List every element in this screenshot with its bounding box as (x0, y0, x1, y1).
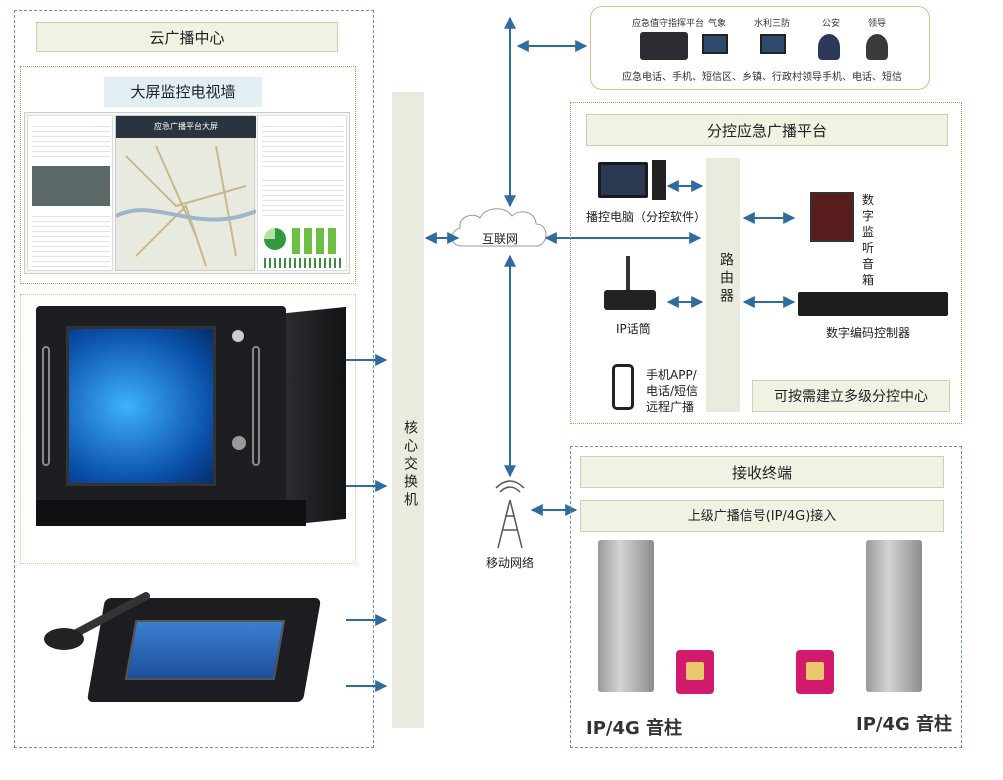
desk-phone-icon (640, 32, 688, 60)
encoder-label: 数字编码控制器 (826, 326, 911, 340)
cloud-center-frame (14, 10, 374, 748)
column-label-left: IP/4G 音柱 (586, 718, 683, 739)
pc-tower-icon (652, 160, 666, 200)
server-frame (20, 294, 356, 564)
ip-mic-neck-icon (626, 256, 630, 290)
sim-card-chip-icon (686, 662, 704, 680)
monitor-icon (702, 34, 728, 54)
receiver-signal-label: 上级广播信号(IP/4G)接入 (580, 500, 944, 532)
command-label-weather: 气象 (708, 19, 727, 29)
wall-pie-chart (264, 228, 286, 250)
command-label-leader: 领导 (868, 19, 887, 29)
wall-screen-title: 应急广播平台大屏 (116, 116, 256, 138)
speaker-icon (810, 192, 854, 242)
router-label: 路由器 (718, 252, 734, 306)
sound-column-right (866, 540, 922, 692)
internet-cloud (451, 208, 547, 247)
smartphone-icon (612, 364, 634, 410)
tower-icon (495, 480, 525, 549)
phone-label-1: 手机APP/ (646, 368, 697, 382)
sound-column-left (598, 540, 654, 692)
rack-base (36, 500, 306, 526)
rack-knob (232, 436, 246, 450)
rack-server (36, 306, 286, 516)
wall-list-top (32, 122, 110, 160)
ip-mic-icon (604, 290, 656, 310)
mic-label: IP话筒 (616, 322, 651, 336)
multi-level-label: 可按需建立多级分控中心 (752, 380, 950, 412)
rack-handle-left (42, 346, 50, 466)
mic-head (44, 628, 84, 650)
wall-stats-list (262, 122, 344, 170)
sim-card-chip-icon-2 (806, 662, 824, 680)
wall-map-roads (116, 145, 256, 267)
command-platform-title: 应急值守指挥平台 (632, 19, 705, 29)
wall-list-bottom (32, 212, 110, 268)
wall-mini-bars (264, 258, 342, 268)
sub-control-title: 分控应急广播平台 (586, 114, 948, 146)
wall-table-panel (27, 115, 113, 271)
wall-map-panel: 应急广播平台大屏 (115, 115, 256, 271)
monitor-wall-image: 应急广播平台大屏 (24, 112, 350, 274)
command-label-police: 公安 (822, 19, 841, 29)
camera-grid (32, 166, 110, 206)
command-label-water: 水利三防 (754, 19, 791, 29)
sub-control-frame (570, 102, 962, 424)
wall-stats-panel (257, 115, 347, 271)
command-caption: 应急电话、手机、短信区、乡镇、行政村领导手机、电话、短信 (622, 72, 902, 83)
core-switch-bar (392, 92, 424, 728)
command-platform-box (590, 6, 930, 90)
wall-bar-chart (292, 228, 342, 254)
rack-power-button (232, 330, 244, 342)
monitor-wall-title: 大屏监控电视墙 (104, 77, 262, 107)
receiver-title: 接收终端 (580, 456, 944, 488)
phone-label-2: 电话/短信 (646, 384, 699, 398)
speaker-label: 数字监听音箱 (862, 193, 876, 287)
monitor-wall-frame (20, 66, 356, 284)
core-switch-label: 核心交换机 (402, 420, 418, 510)
pc-label: 播控电脑（分控软件） (586, 210, 707, 224)
encoder-icon (798, 292, 948, 316)
rack-handle-right (252, 346, 260, 466)
receiver-frame (570, 446, 962, 748)
router-bar (706, 158, 740, 412)
mobile-network-label: 移动网络 (486, 556, 535, 570)
wall-stats-list-2 (262, 176, 344, 220)
monitor-icon-2 (760, 34, 786, 54)
cloud-center-title: 云广播中心 (36, 22, 338, 52)
column-label-right: IP/4G 音柱 (856, 714, 953, 735)
leader-avatar-icon (866, 34, 888, 60)
internet-label: 互联网 (482, 232, 519, 246)
police-avatar-icon (818, 34, 840, 60)
rack-screen (66, 326, 216, 486)
pc-icon (598, 162, 648, 198)
phone-label-3: 远程广播 (646, 400, 695, 414)
